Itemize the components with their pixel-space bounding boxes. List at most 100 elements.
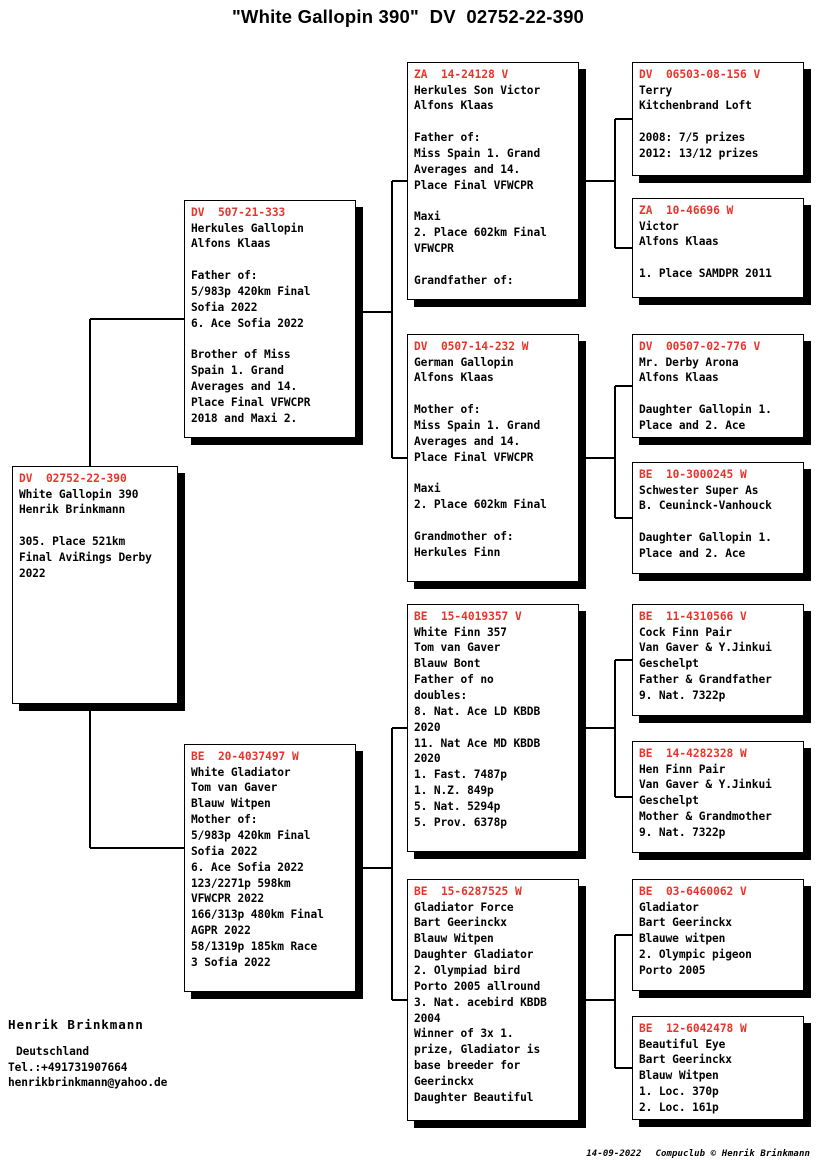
card-detail-line: German Gallopin — [414, 355, 514, 369]
ring-number: BE 14-4282328 W — [639, 747, 747, 760]
card-detail-line: Alfons Klaas — [191, 237, 271, 251]
card-detail-line: Averages and 14. — [191, 380, 298, 394]
card-detail-line: Tom van Gaver — [191, 781, 278, 795]
card-detail-line: Alfons Klaas — [639, 235, 719, 249]
card-detail-line: 2. Place 602km Final — [414, 226, 547, 240]
card-detail-line: Cock Finn Pair — [639, 625, 732, 639]
card-detail-line: Bart Geerinckx — [414, 916, 507, 930]
card-detail-line: 2. Place 602km Final — [414, 498, 547, 512]
card-detail-line — [414, 466, 578, 482]
card-detail-line: 305. Place 521km — [19, 535, 126, 549]
card-detail-line: 9. Nat. 7322p — [639, 688, 726, 702]
card-detail-line: 5/983p 420km Final — [191, 284, 311, 298]
card-detail-line: Maxi — [414, 210, 441, 224]
card-detail-line: 3 Sofia 2022 — [191, 955, 271, 969]
card-detail-line: Sofia 2022 — [191, 844, 258, 858]
ring-number: BE 15-6287525 W — [414, 885, 522, 898]
card-detail-line: Alfons Klaas — [639, 371, 719, 385]
card-detail-line — [414, 386, 578, 402]
ring-number: ZA 10-46696 W — [639, 204, 734, 217]
card-detail-line: 2018 and Maxi 2. — [191, 411, 298, 425]
card-detail-line: 6. Ace Sofia 2022 — [191, 860, 304, 874]
card-detail-line: Terry — [639, 83, 673, 97]
card-detail-line: Bart Geerinckx — [639, 916, 732, 930]
card-detail-line — [191, 332, 355, 348]
card-detail-line: VFWCPR — [414, 242, 454, 256]
card-detail-line: Gladiator Force — [414, 900, 514, 914]
card-detail-line — [414, 114, 578, 130]
ring-number: BE 12-6042478 W — [639, 1022, 747, 1035]
card-detail-line: Winner of 3x 1. — [414, 1027, 514, 1041]
card-detail-line: 2020 — [414, 752, 441, 766]
card-detail-line: Herkules Gallopin — [191, 221, 304, 235]
card-detail-line: 3. Nat. acebird KBDB — [414, 995, 547, 1009]
card-detail-line: Kitchenbrand Loft — [639, 99, 752, 113]
card-detail-line: 1. Fast. 7487p — [414, 768, 507, 782]
ring-number: BE 10-3000245 W — [639, 468, 747, 481]
card-detail-line: Spain 1. Grand — [191, 364, 284, 378]
ring-number: DV 06503-08-156 V — [639, 68, 761, 81]
card-detail-line — [414, 194, 578, 210]
card-detail-line: Porto 2005 allround — [414, 979, 541, 993]
card-detail-line: Alfons Klaas — [414, 371, 494, 385]
breeder-phone: Tel.:+491731907664 — [8, 1060, 128, 1074]
card-detail-line: Blauw Witpen — [639, 1069, 719, 1083]
card-detail-line: base breeder for — [414, 1059, 521, 1073]
card-detail-line: 2. Olympic pigeon — [639, 948, 752, 962]
card-detail-line: Miss Spain 1. Grand — [414, 146, 541, 160]
card-detail-line: Victor — [639, 219, 679, 233]
footer-date: 14-09-2022 — [586, 1149, 642, 1159]
card-detail-line: Geschelpt — [639, 657, 699, 671]
card-detail-line: prize, Gladiator is — [414, 1043, 541, 1057]
page-title: "White Gallopin 390" DV 02752-22-390 — [231, 6, 585, 27]
card-detail-line — [639, 114, 803, 130]
card-detail-line: 1. Place SAMDPR 2011 — [639, 267, 772, 281]
card-detail-line: Schwester Super As — [639, 483, 759, 497]
card-detail-line: Blauw Witpen — [191, 797, 271, 811]
card-detail-line — [414, 513, 578, 529]
card-detail-line: Place Final VFWCPR — [414, 178, 534, 192]
card-detail-line: 166/313p 480km Final — [191, 908, 324, 922]
card-detail-line: doubles: — [414, 688, 468, 702]
card-detail-line: 58/1319p 185km Race — [191, 939, 318, 953]
card-detail-line: Place Final VFWCPR — [191, 395, 311, 409]
card-detail-line: 6. Ace Sofia 2022 — [191, 316, 304, 330]
footer-software: Compuclub © Henrik Brinkmann — [655, 1149, 810, 1159]
card-detail-line: Blauwe witpen — [639, 932, 726, 946]
card-detail-line: 2004 — [414, 1011, 441, 1025]
card-detail-line: 11. Nat Ace MD KBDB — [414, 736, 541, 750]
card-detail-line: 2008: 7/5 prizes — [639, 131, 746, 145]
breeder-email: henrikbrinkmann@yahoo.de — [8, 1076, 168, 1090]
card-detail-line: 1. Loc. 370p — [639, 1085, 719, 1099]
card-detail-line: Mother of: — [191, 813, 258, 827]
card-detail-line: VFWCPR 2022 — [191, 892, 264, 906]
card-detail-line: Place Final VFWCPR — [414, 450, 534, 464]
card-detail-line: Averages and 14. — [414, 434, 521, 448]
breeder-info: Henrik Brinkmann Deutschland Tel.:+49173… — [8, 1016, 288, 1091]
card-detail-line: 2. Loc. 161p — [639, 1100, 719, 1114]
